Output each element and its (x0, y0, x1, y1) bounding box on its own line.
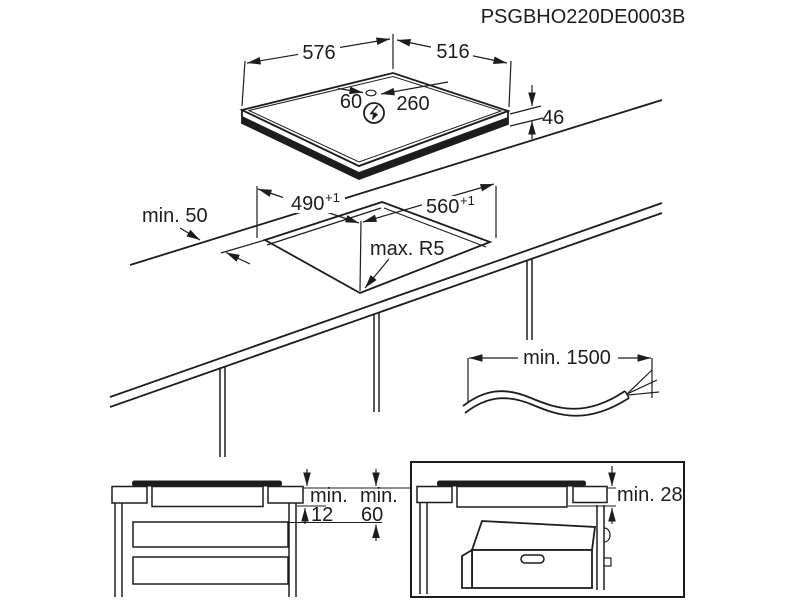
dim-hob-width: 576 (241, 34, 394, 107)
worktop-right-section (267, 485, 304, 504)
drawer-upper (132, 521, 289, 548)
dim-worktop-min-label: min. (310, 485, 348, 507)
drawer-lower (132, 556, 289, 585)
electrical-connection-icon (363, 102, 385, 124)
drawer-installation-view: min. 12 min. 60 (111, 469, 410, 597)
cabinet-knob (603, 557, 612, 567)
dim-drawer-min-value: 60 (361, 504, 383, 526)
dim-corner-radius-label: max. R5 (370, 238, 444, 260)
dim-cable-gland-right: 260 (396, 93, 429, 115)
dim-cutout-width-tolerance: +1 (460, 193, 475, 208)
dim-worktop-min-value: 12 (311, 504, 333, 526)
oven-left-side (461, 548, 473, 589)
hob-glass-top (239, 72, 511, 167)
mains-cable-view: min. 1500 (462, 345, 660, 417)
dim-cable-gland-left: 60 (340, 91, 362, 113)
oven-handle (520, 554, 545, 564)
cable-outline-top (462, 390, 626, 410)
worktop-front-edge-top (109, 202, 663, 398)
dim-hob-height: 46 (509, 85, 564, 139)
dim-cable-length-label: min. 1500 (523, 347, 611, 369)
dim-cutout-depth-tolerance: +1 (325, 190, 340, 205)
hob-glass-section-2 (437, 480, 586, 487)
oven (461, 520, 597, 589)
hob-glass-rim (247, 75, 503, 163)
worktop-left-section (111, 485, 148, 504)
dim-rear-clearance-label: min. 50 (142, 205, 208, 227)
dim-hob-height-label: 46 (542, 107, 564, 129)
hob-glass-section (132, 480, 282, 487)
dim-hob-depth: 516 (396, 39, 512, 108)
cable-gland (365, 89, 377, 97)
dim-cutout-depth-value: 490 (291, 193, 324, 215)
dim-rear-clearance: min. 50 (142, 205, 266, 265)
dim-drawer-min-label: min. (360, 485, 398, 507)
cable-wire-ends (626, 369, 660, 396)
oven-installation-view: min. 28 (410, 461, 685, 598)
dim-hob-width-label: 576 (302, 42, 335, 64)
dim-oven-clearance-label: min. 28 (617, 484, 683, 506)
worktop-right-section-2 (572, 485, 608, 504)
cable-outline-bottom (464, 397, 630, 417)
worktop-cutout-view: min. 50 490 +1 560 +1 max. R5 (109, 99, 663, 457)
dim-cutout-width: 560 +1 (362, 183, 497, 238)
worktop-front-edge-bottom (109, 212, 663, 408)
oven-top (470, 520, 597, 551)
hob-body-section-2 (456, 485, 568, 508)
dim-oven-clearance: min. 28 (568, 466, 683, 524)
dim-hob-depth-label: 516 (436, 41, 469, 63)
cabinet-hinge (603, 527, 611, 543)
dim-cable-gland-position: 60 260 (337, 81, 449, 115)
document-code: PSGBHO220DE0003B (481, 6, 686, 28)
dim-drawer-clearances: min. 12 min. 60 (289, 469, 410, 541)
dim-cutout-width-value: 560 (426, 196, 459, 218)
hob-body-black-band (242, 116, 508, 179)
worktop-legs (219, 259, 533, 457)
worktop-left-section-2 (416, 485, 453, 504)
hob-body-section (151, 485, 264, 508)
dim-cutout-depth: 490 +1 (256, 186, 362, 292)
hob-isometric-view: 60 260 576 516 46 (239, 34, 564, 180)
worktop-back-edge (129, 99, 663, 266)
dim-corner-radius: max. R5 (364, 238, 444, 289)
